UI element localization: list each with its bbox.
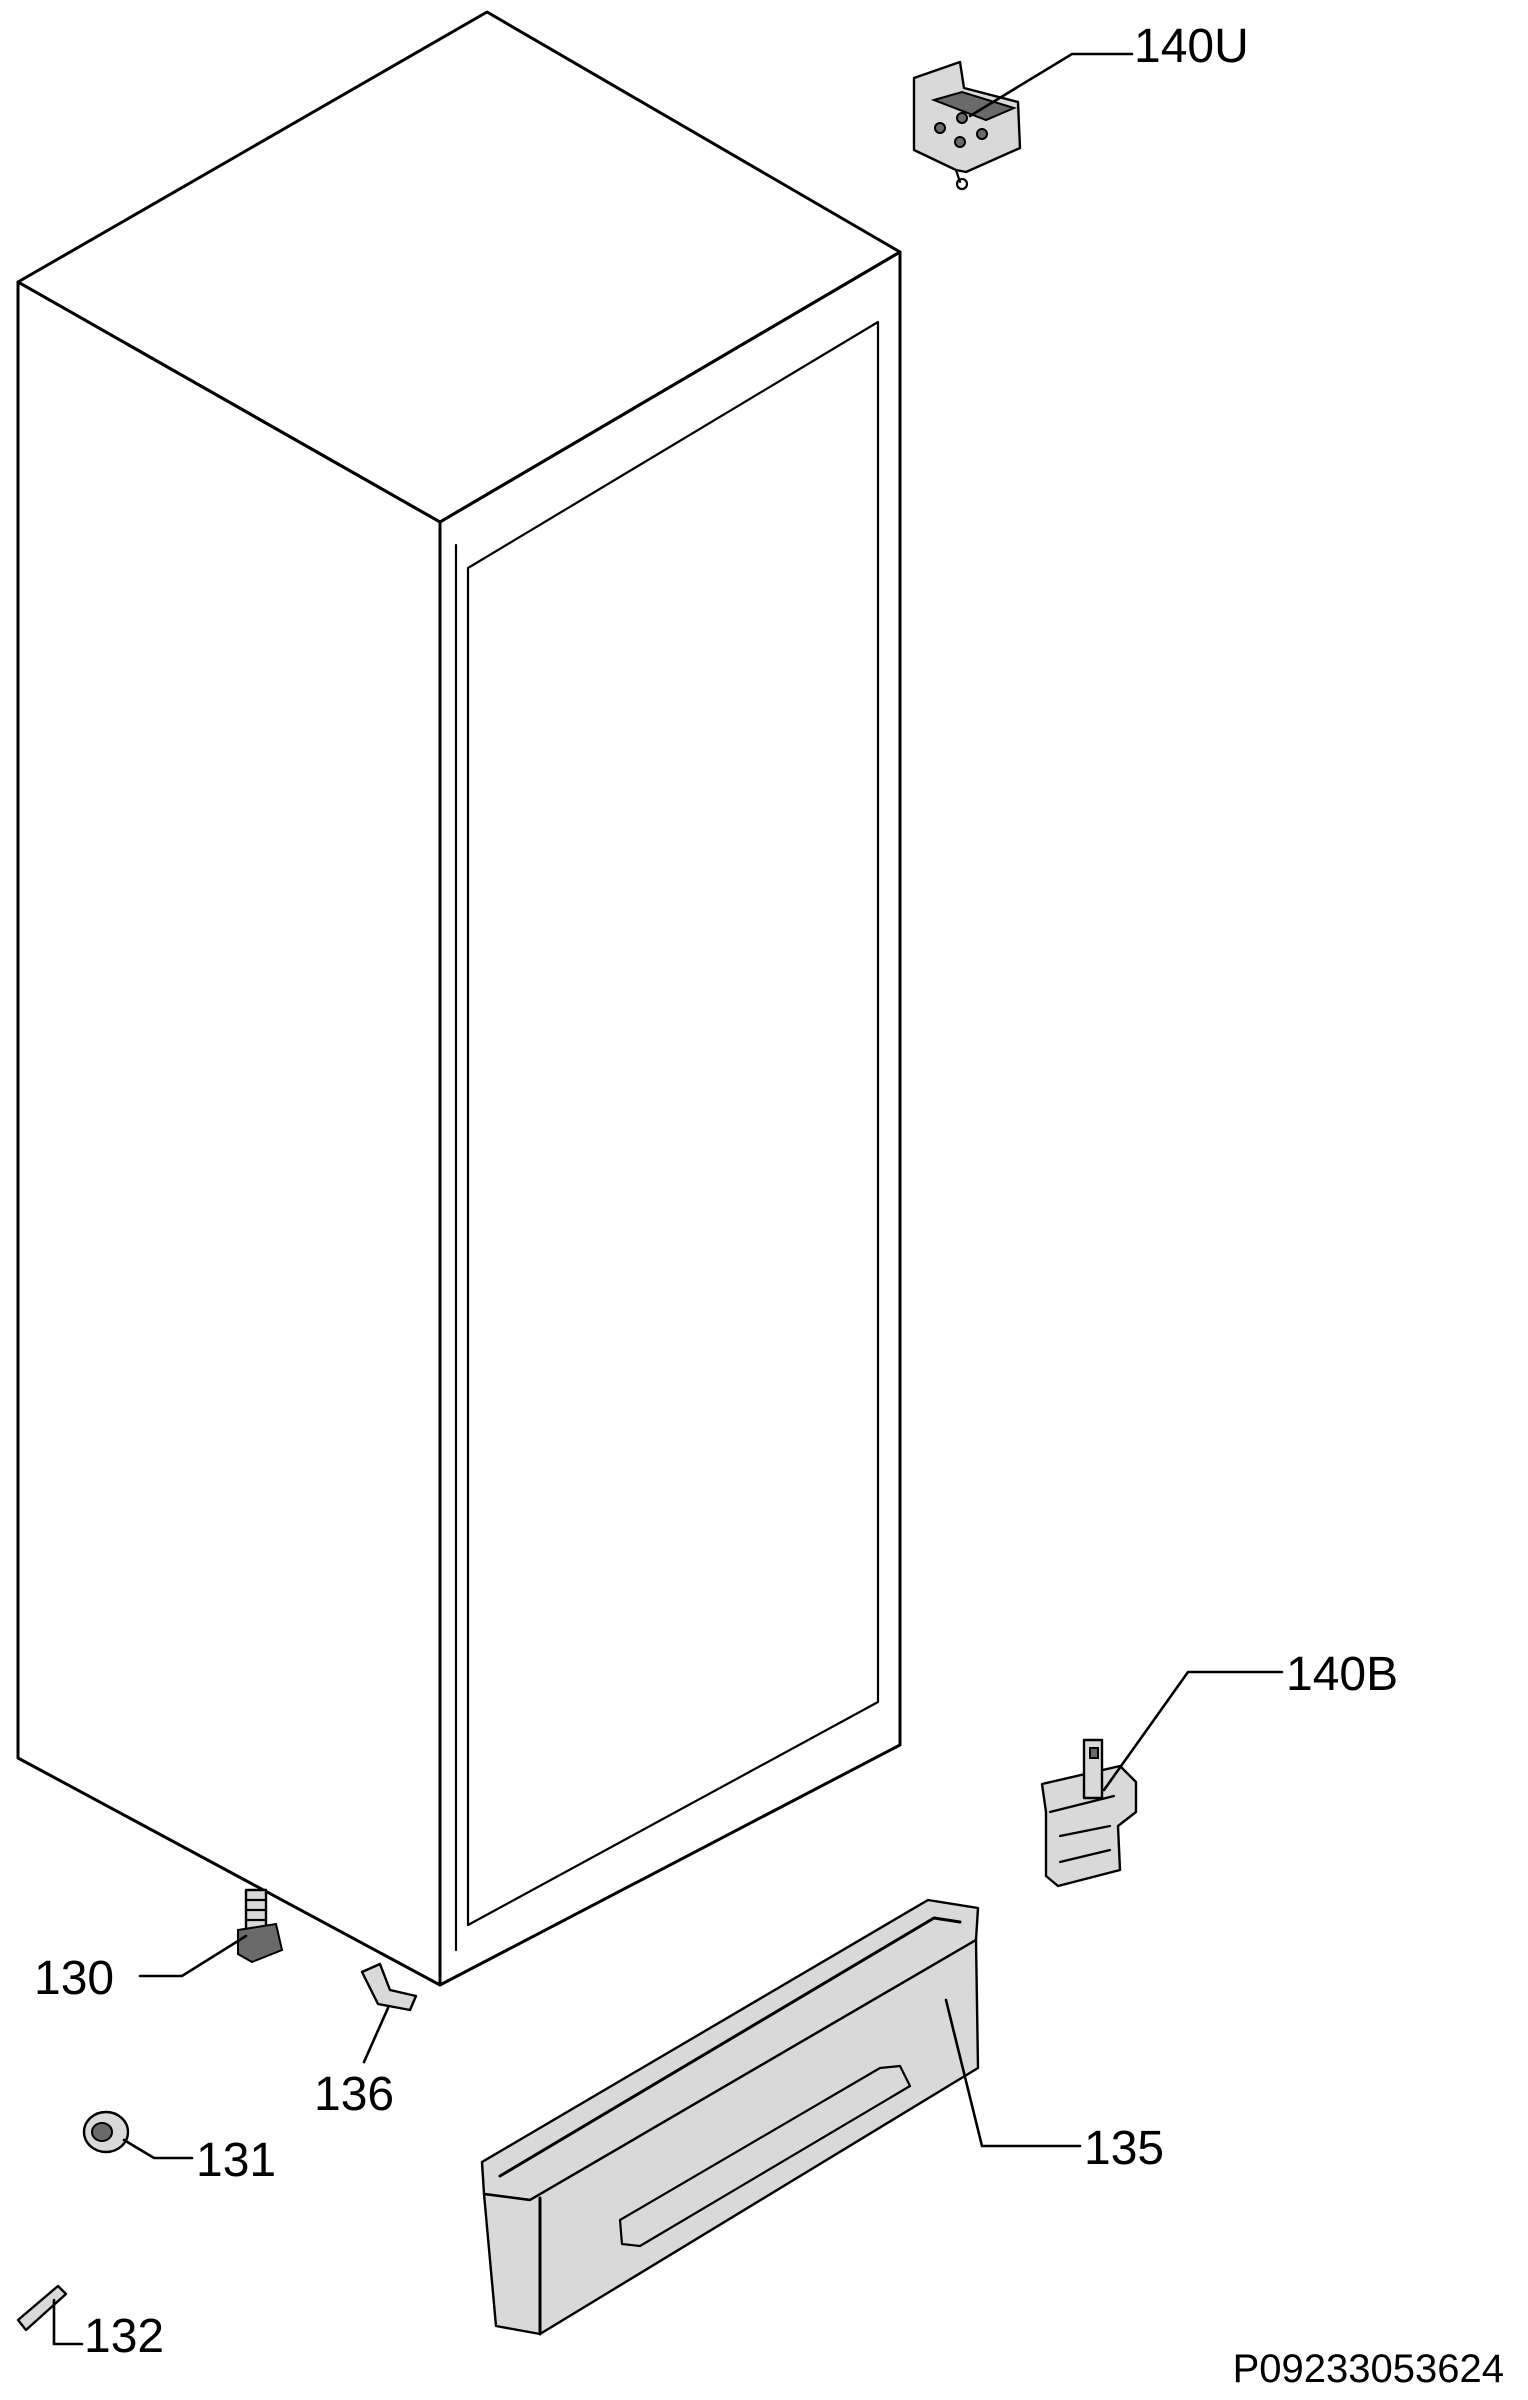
label-131: 131 — [196, 2134, 276, 2187]
leader-140B — [1102, 1670, 1284, 1792]
small-bracket-shape — [360, 1962, 418, 2012]
leader-140U — [968, 52, 1134, 118]
lower-hinge: 140B — [1040, 1648, 1398, 1888]
handle-grip-recess — [618, 2064, 912, 2248]
label-140U: 140U — [1134, 20, 1249, 73]
cabinet-left-face — [16, 280, 442, 1987]
leader-131 — [122, 2138, 194, 2160]
cabinet-door-face — [438, 250, 902, 1987]
pin-shape — [16, 2284, 68, 2332]
upper-hinge: 140U — [912, 20, 1249, 191]
small-bracket: 136 — [314, 1962, 418, 2121]
pin: 132 — [16, 2284, 164, 2363]
door-handle: 135 — [480, 1898, 1164, 2336]
round-cap: 131 — [82, 2110, 276, 2187]
cabinet — [16, 10, 902, 1987]
leader-132 — [52, 2298, 84, 2346]
leader-135 — [944, 1998, 1082, 2148]
door-inner-panel — [466, 320, 880, 1927]
adjustable-foot: 130 — [34, 1888, 284, 2005]
cabinet-top-face — [16, 10, 902, 524]
leader-130 — [138, 1934, 248, 1978]
leader-136 — [362, 2006, 390, 2064]
drawing-code: P09233053624 — [1233, 2347, 1504, 2391]
label-132: 132 — [84, 2310, 164, 2363]
label-140B: 140B — [1286, 1648, 1398, 1701]
label-136: 136 — [314, 2068, 394, 2121]
foot-base — [237, 1922, 284, 1964]
label-130: 130 — [34, 1952, 114, 2005]
handle-front-face — [482, 1938, 980, 2336]
label-135: 135 — [1084, 2122, 1164, 2175]
